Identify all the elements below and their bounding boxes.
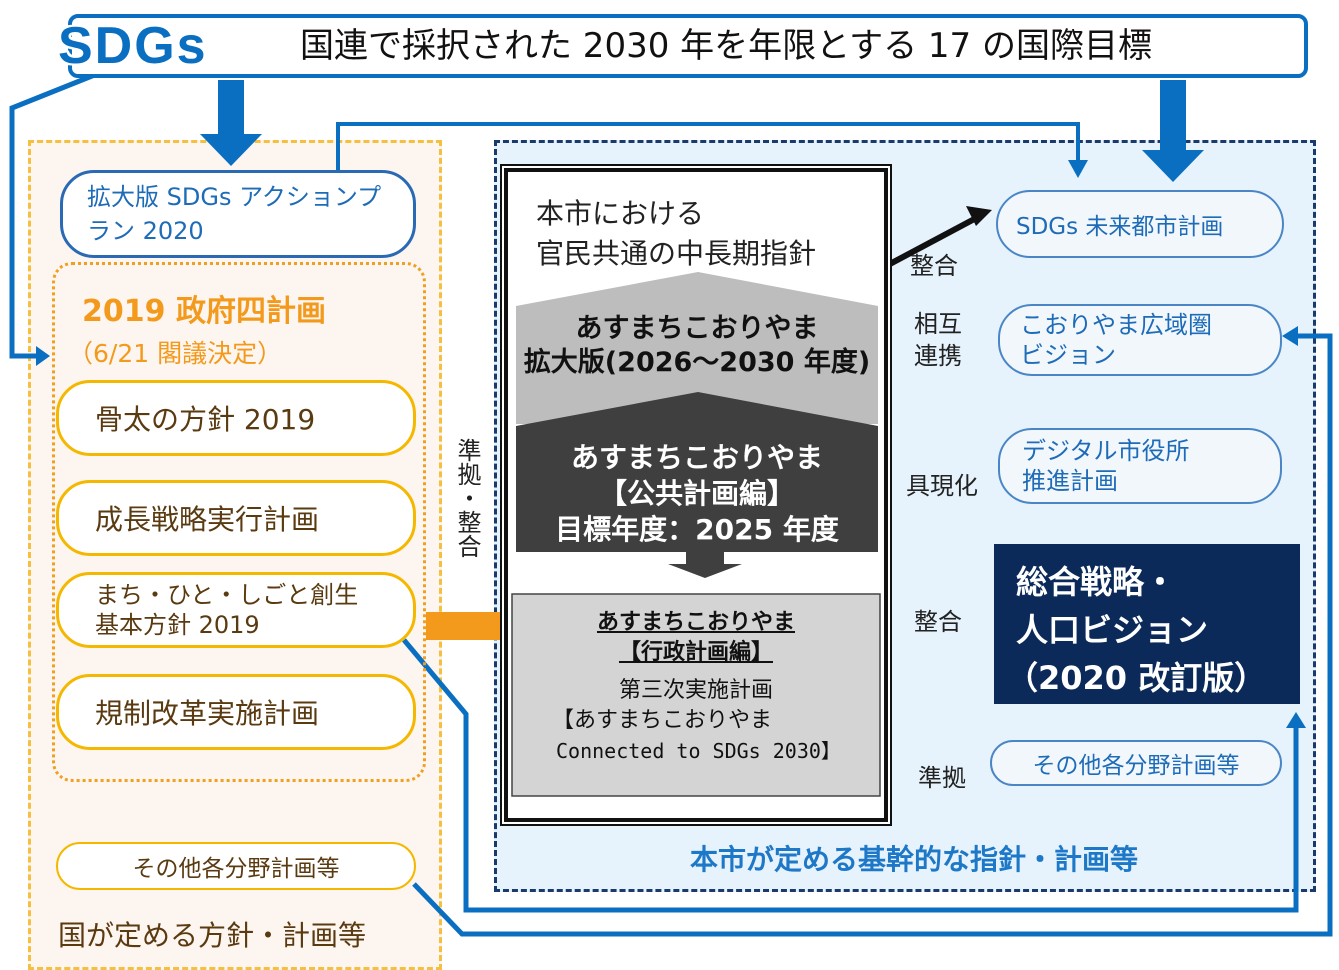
government-plans-group (52, 262, 426, 782)
admin-plan-line5: Connected to SDGs 2030】 (556, 739, 841, 763)
sdgs-future-city-plan-box: SDGs 未来都市計画 (996, 190, 1284, 258)
gov-plan-label: 成長戦略実行計画 (95, 503, 320, 536)
public-plan-line2: 【公共計画編】 (598, 477, 795, 510)
banner-to-sdgs-future-arrow (1142, 80, 1204, 182)
city-other-plans-box: その他各分野計画等 (990, 740, 1282, 786)
relation-embody-label: 具現化 (906, 472, 978, 500)
sdgs-future-city-plan-label: SDGs 未来都市計画 (1016, 214, 1224, 240)
banner-to-action-plan-arrow (200, 80, 262, 166)
sdgs-logo: SDGs (58, 17, 208, 75)
admin-plan-line4: 【あすまちこおりやま (552, 708, 773, 733)
national-other-plans-box: その他各分野計画等 (56, 842, 416, 890)
relation-align-label-2: 整合 (914, 608, 962, 636)
strategy-line2: 人口ビジョン (1016, 611, 1209, 649)
regional-vision-line2: ビジョン (1020, 341, 1116, 369)
banner-title: 国連で採択された 2030 年を年限とする 17 の国際目標 (300, 26, 1152, 66)
admin-plan-line1: あすまちこおりやま (596, 610, 795, 635)
national-other-plans-label: その他各分野計画等 (132, 856, 340, 882)
gov-plan-label: まち・ひと・しごと創生基本方針 2019 (95, 581, 359, 639)
arrow-head (36, 346, 50, 366)
creation-plan-to-strategy-connector (402, 638, 1299, 913)
regional-vision-loop-connector (412, 333, 1333, 937)
gov-plan-item: まち・ひと・しごと創生基本方針 2019 (56, 572, 416, 648)
public-plan-label: あすまちこおりやま 【公共計画編】 目標年度：2025 年度 (516, 440, 878, 548)
sdgs-action-plan-box: 拡大版 SDGs アクションプラン 2020 (60, 170, 416, 258)
sdgs-to-gov-connector (9, 65, 113, 359)
public-plan-line3: 目標年度：2025 年度 (555, 513, 839, 546)
admin-plan-line2: 【行政計画編】 (618, 640, 773, 665)
guideline-heading-line1: 本市における (536, 197, 705, 230)
extended-plan-label: あすまちこおりやま 拡大版(2026～2030 年度) (516, 312, 878, 380)
gov-plans-title: 2019 政府四計画 (82, 294, 326, 329)
arrow-head (1286, 712, 1306, 728)
gov-plan-item: 成長戦略実行計画 (56, 480, 416, 556)
guideline-heading-line2: 官民共通の中長期指針 (536, 237, 817, 270)
relation-comply-label: 準拠 (918, 764, 966, 792)
admin-plan-line3: 第三次実施計画 (618, 678, 773, 703)
gov-plan-item: 骨太の方針 2019 (56, 380, 416, 456)
arrow-head (1068, 160, 1088, 178)
strategy-line3: （2020 改訂版） (1006, 659, 1267, 697)
relation-mutual-line1: 相互 (914, 310, 962, 338)
admin-plan-label: あすまちこおりやま 【行政計画編】 第三次実施計画 【あすまちこおりやま Con… (512, 608, 880, 766)
extended-plan-shape (516, 272, 878, 424)
gov-plan-item: 規制改革実施計画 (56, 674, 416, 750)
gov-plans-subtitle: （6/21 閣議決定） (68, 339, 283, 368)
digital-city-hall-line2: 推進計画 (1022, 467, 1118, 495)
extended-plan-line2: 拡大版(2026～2030 年度) (523, 347, 871, 378)
arrow-head (966, 206, 992, 226)
strategy-line1: 総合戦略・ (1016, 563, 1177, 601)
compliance-label: 準拠・整合 (453, 438, 481, 558)
relation-mutual-label: 相互 連携 (914, 308, 962, 372)
sdgs-action-plan-label: 拡大版 SDGs アクションプラン 2020 (87, 183, 382, 245)
extended-plan-line1: あすまちこおりやま (575, 313, 819, 344)
action-plan-to-sdgs-future-connector (336, 122, 1080, 176)
down-arrow (668, 552, 742, 578)
sdgs-banner (68, 14, 1308, 78)
gov-plan-label: 骨太の方針 2019 (95, 403, 316, 436)
public-plan-line1: あすまちこおりやま (570, 441, 823, 474)
city-other-plans-label: その他各分野計画等 (1032, 753, 1240, 779)
relation-align-label: 整合 (910, 252, 958, 280)
admin-plan-shape (511, 593, 881, 797)
national-footer-label: 国が定める方針・計画等 (58, 919, 367, 952)
regional-vision-box: こおりやま広域圏 ビジョン (998, 304, 1282, 376)
gov-plan-label: 規制改革実施計画 (95, 697, 320, 730)
digital-city-hall-line1: デジタル市役所 (1022, 437, 1190, 465)
public-plan-shape (516, 392, 878, 552)
comprehensive-strategy-box: 総合戦略・ 人口ビジョン （2020 改訂版） (994, 544, 1300, 704)
relation-mutual-line2: 連携 (914, 342, 962, 370)
regional-vision-line1: こおりやま広域圏 (1020, 311, 1212, 339)
arrow-head (1282, 326, 1298, 346)
city-footer-label: 本市が定める基幹的な指針・計画等 (690, 843, 1139, 876)
digital-city-hall-plan-box: デジタル市役所 推進計画 (998, 428, 1282, 504)
